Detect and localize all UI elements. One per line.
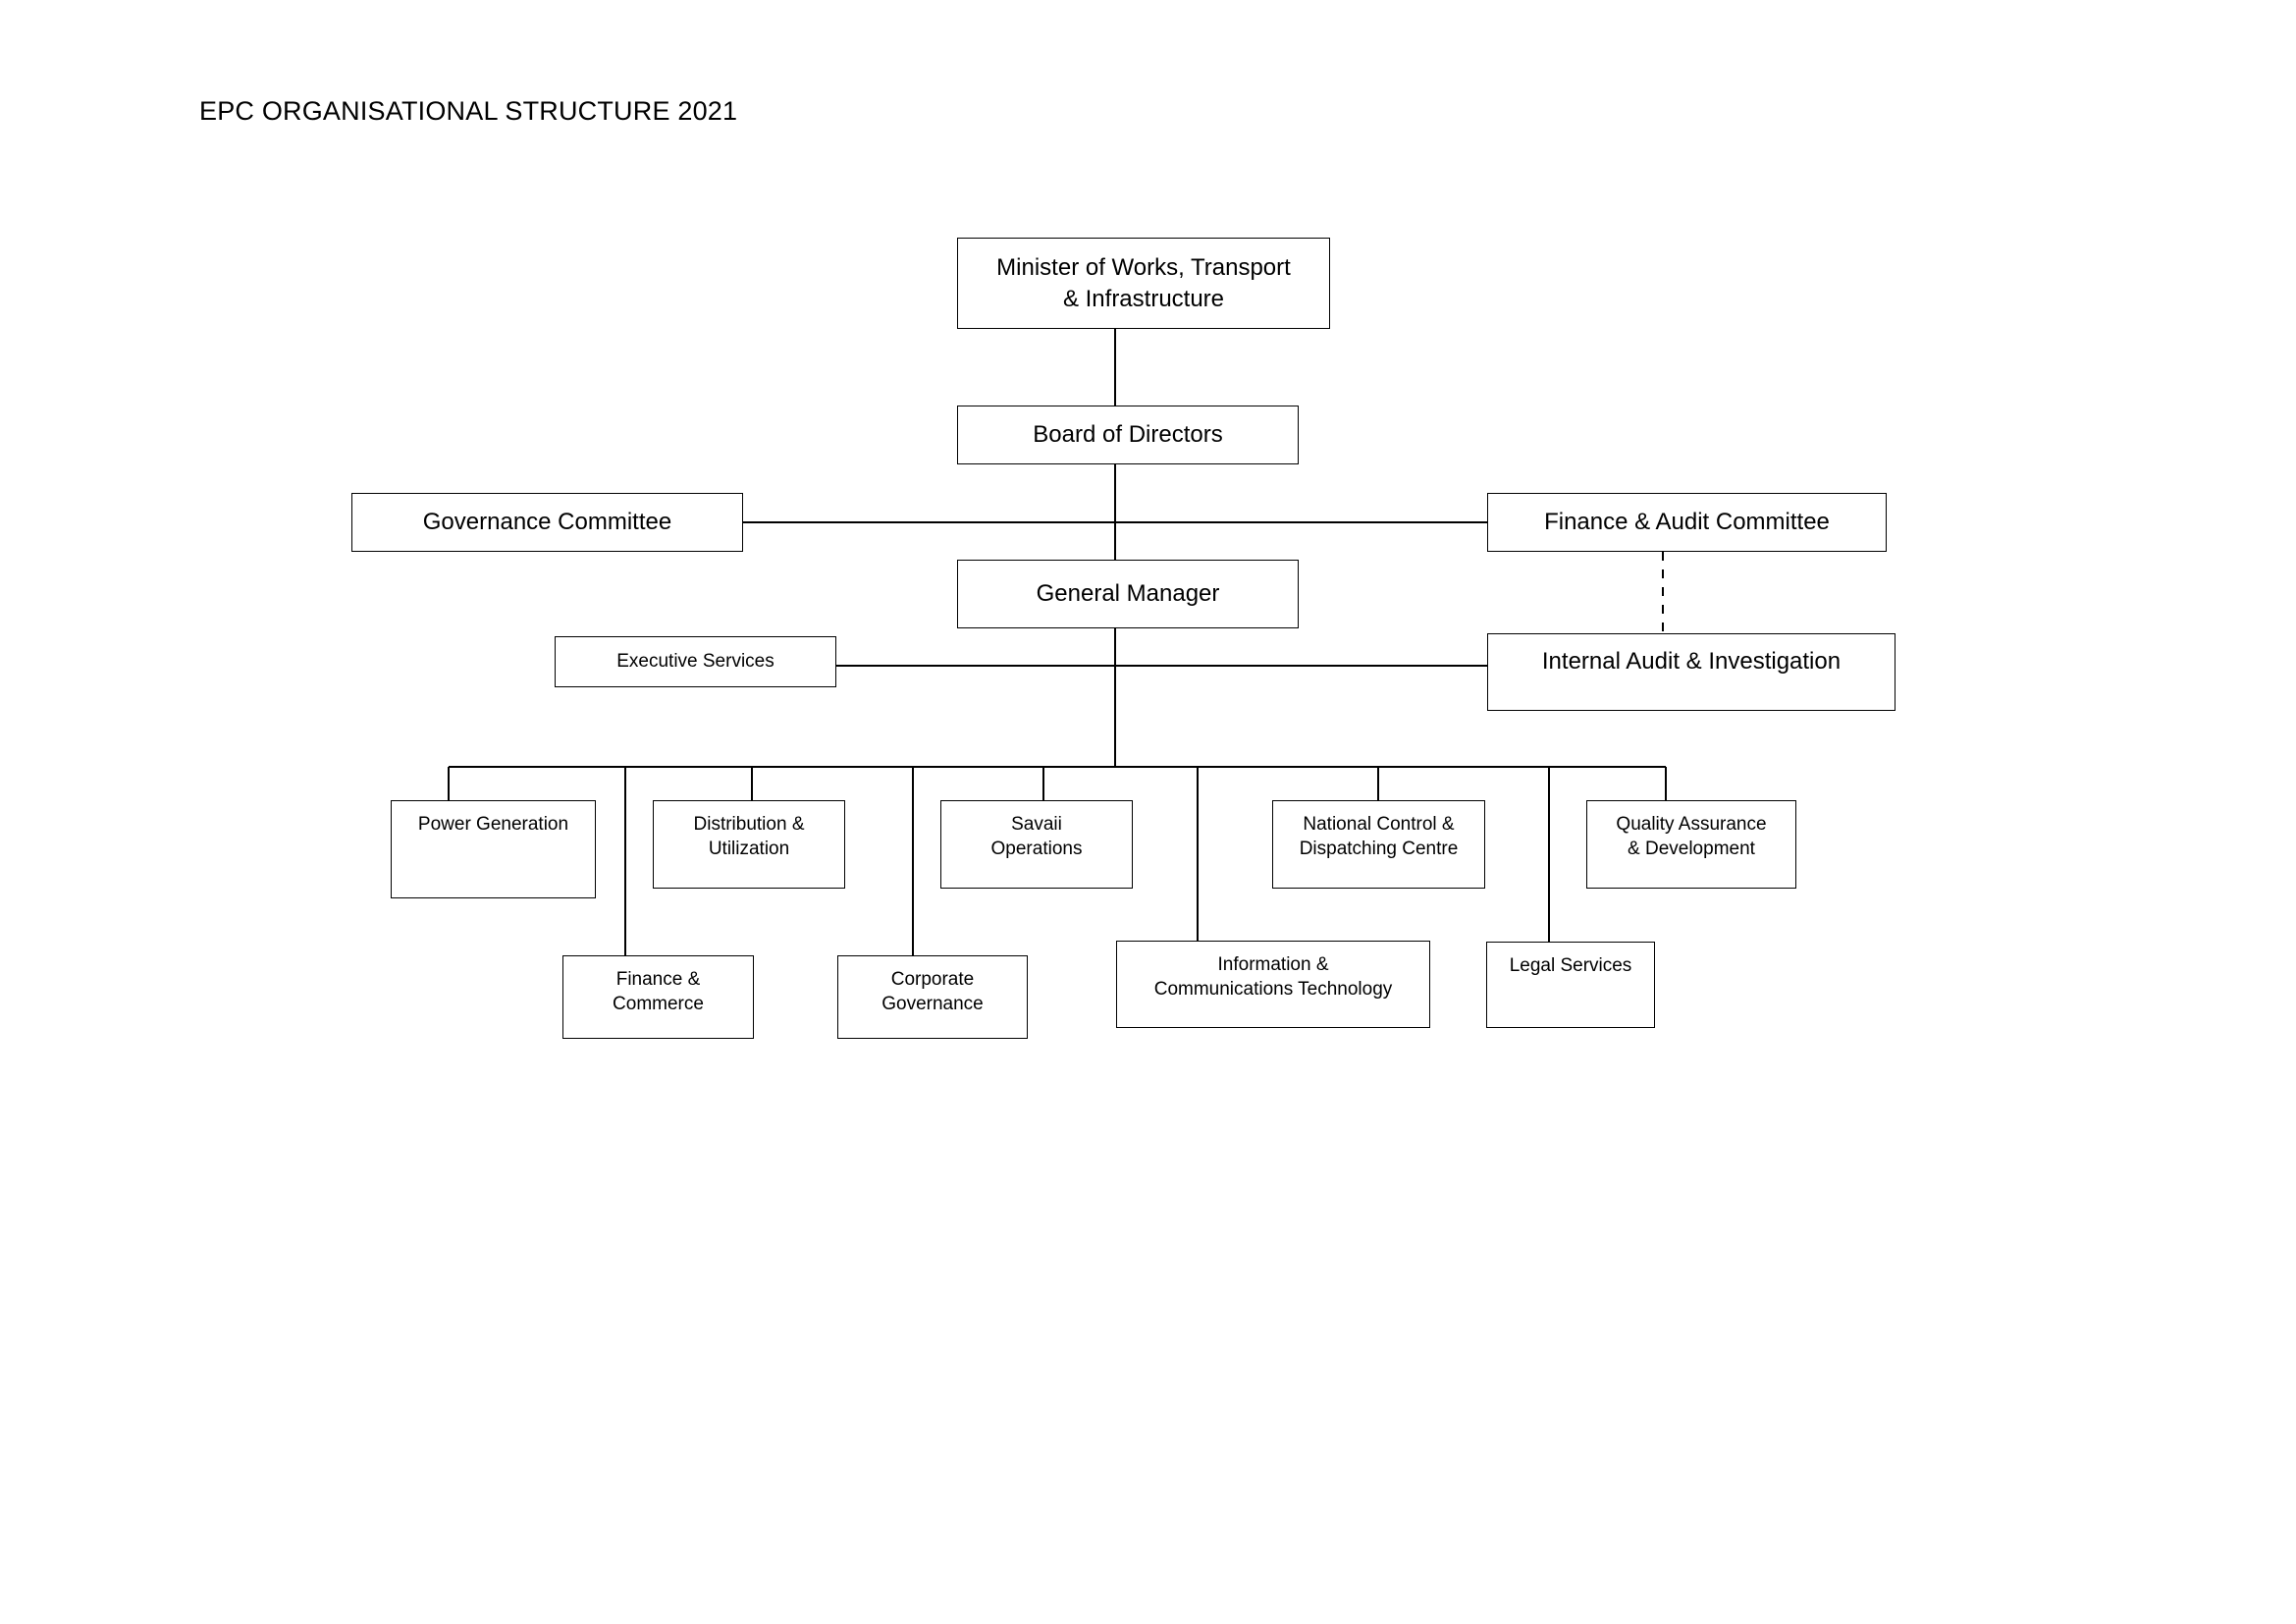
node-governance-committee[interactable]: Governance Committee [351,493,743,552]
node-savaii-operations[interactable]: Savaii Operations [940,800,1133,889]
page-title: EPC ORGANISATIONAL STRUCTURE 2021 [199,96,738,126]
node-savaii-operations-label: Savaii Operations [990,814,1083,859]
node-internal-audit[interactable]: Internal Audit & Investigation [1487,633,1896,711]
node-distribution-utilization-label: Distribution & Utilization [693,814,805,859]
node-executive-services-label: Executive Services [616,650,774,672]
node-board-of-directors-label: Board of Directors [1033,421,1223,449]
node-corporate-governance-label: Corporate Governance [881,969,984,1014]
node-minister[interactable]: Minister of Works, Transport & Infrastru… [957,238,1330,329]
node-finance-audit-committee[interactable]: Finance & Audit Committee [1487,493,1887,552]
node-power-generation-label: Power Generation [417,814,569,835]
node-internal-audit-label: Internal Audit & Investigation [1541,648,1842,675]
node-finance-audit-committee-label: Finance & Audit Committee [1544,509,1830,536]
node-ict-label: Information & Communications Technology [1153,954,1393,1000]
node-governance-committee-label: Governance Committee [422,509,672,536]
node-corporate-governance[interactable]: Corporate Governance [837,955,1028,1039]
node-legal-services-label: Legal Services [1509,955,1632,976]
node-minister-label: Minister of Works, Transport & Infrastru… [996,254,1291,312]
node-quality-assurance[interactable]: Quality Assurance & Development [1586,800,1796,889]
node-finance-commerce[interactable]: Finance & Commerce [562,955,754,1039]
node-ict[interactable]: Information & Communications Technology [1116,941,1430,1028]
node-quality-assurance-label: Quality Assurance & Development [1616,814,1767,859]
node-legal-services[interactable]: Legal Services [1486,942,1655,1028]
node-general-manager[interactable]: General Manager [957,560,1299,628]
node-power-generation[interactable]: Power Generation [391,800,596,898]
node-distribution-utilization[interactable]: Distribution & Utilization [653,800,845,889]
node-board-of-directors[interactable]: Board of Directors [957,406,1299,464]
node-finance-commerce-label: Finance & Commerce [613,969,704,1014]
node-general-manager-label: General Manager [1036,580,1220,608]
node-executive-services[interactable]: Executive Services [555,636,836,687]
node-national-control[interactable]: National Control & Dispatching Centre [1272,800,1485,889]
node-national-control-label: National Control & Dispatching Centre [1299,814,1459,859]
